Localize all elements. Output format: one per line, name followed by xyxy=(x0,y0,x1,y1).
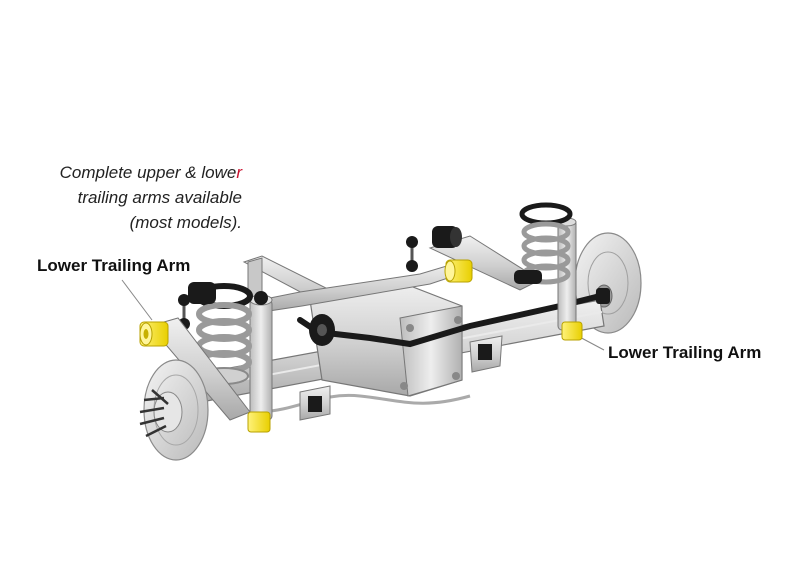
brake-line xyxy=(259,393,471,414)
callout-lower-trailing-arm-right: Lower Trailing Arm xyxy=(608,343,762,362)
upper-arm-bushing-right xyxy=(432,226,462,248)
note-accent-letter: r xyxy=(236,163,242,182)
spring-seat-bushing-right xyxy=(514,270,542,284)
brake-disc-left xyxy=(143,359,209,461)
coil-spring-right xyxy=(519,202,573,285)
lower-trailing-arm-bushing-right-rear xyxy=(561,321,583,341)
lower-arm-bracket-left xyxy=(299,385,331,421)
note-line-1: Complete upper & lower xyxy=(59,163,242,182)
note-line-3: (most models). xyxy=(129,213,242,232)
lower-arm-bracket-right xyxy=(469,335,503,373)
wheel-studs-left xyxy=(139,389,169,438)
lower-trailing-arm-bushing-right-front xyxy=(444,259,473,283)
shock-absorber-left xyxy=(249,291,273,421)
callout-lower-trailing-arm-left: Lower Trailing Arm xyxy=(37,256,191,275)
sway-bar xyxy=(297,288,610,348)
note-line-2: trailing arms available xyxy=(77,188,242,207)
end-link-right xyxy=(406,236,418,272)
lower-trailing-arm-bushing-left-rear xyxy=(247,411,271,433)
availability-note: Complete upper & lower trailing arms ava… xyxy=(20,160,242,235)
upper-arm-bushing-left xyxy=(188,282,216,304)
lower-trailing-arm-bushing-left-front xyxy=(139,321,169,347)
leader-line-left xyxy=(121,279,153,321)
